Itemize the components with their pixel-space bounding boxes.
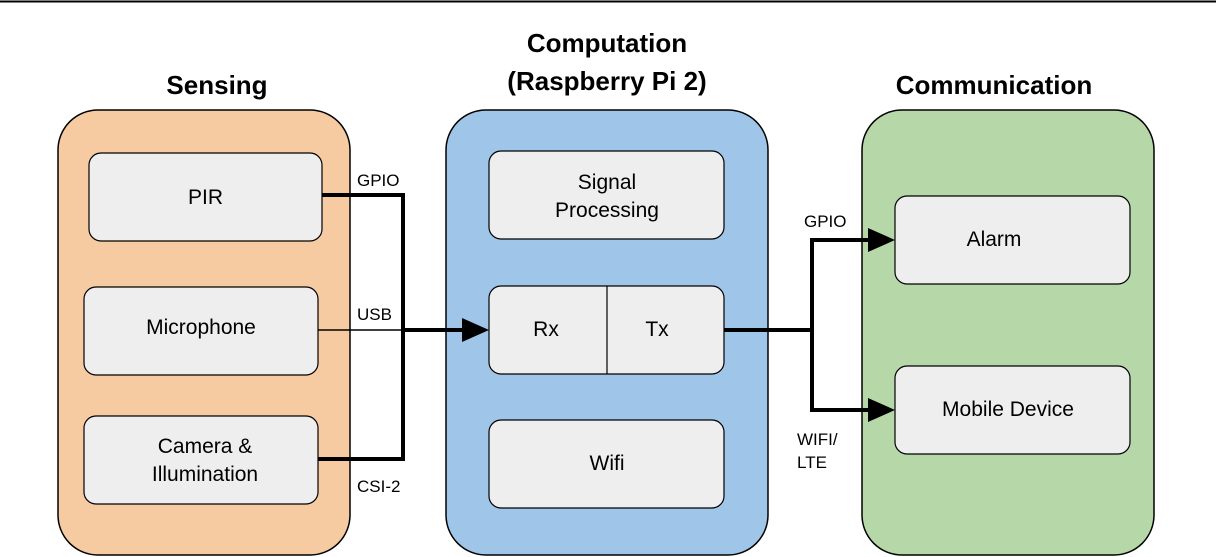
csi-label: CSI-2 bbox=[357, 477, 400, 496]
computation-title-line1: Computation bbox=[527, 28, 687, 58]
signal-processing-label-line2: Processing bbox=[555, 199, 659, 222]
pir-wire bbox=[322, 193, 405, 330]
microphone-box bbox=[83, 286, 319, 376]
wifi-lte-label-line2: LTE bbox=[797, 453, 827, 472]
camera-label-line2: Illumination bbox=[152, 463, 258, 486]
wifi-label: Wifi bbox=[590, 452, 625, 475]
wifi-box bbox=[488, 419, 725, 509]
sensing-title: Sensing bbox=[166, 70, 267, 100]
signal-processing-box bbox=[488, 150, 725, 240]
usb-label: USB bbox=[357, 305, 392, 324]
mobile-arrowhead bbox=[868, 398, 895, 422]
communication-group bbox=[861, 109, 1155, 556]
wifi-lte-label-line1: WIFI/ bbox=[797, 430, 838, 449]
camera-box bbox=[83, 415, 319, 505]
signal-processing-label-line1: Signal bbox=[578, 171, 636, 194]
alarm-arrowhead bbox=[868, 228, 895, 252]
bus-to-rx-arrowhead bbox=[462, 318, 489, 342]
gpio-in-label: GPIO bbox=[357, 171, 400, 190]
computation-title-line2: (Raspberry Pi 2) bbox=[507, 66, 706, 96]
gpio-out-label: GPIO bbox=[804, 212, 847, 231]
microphone-label: Microphone bbox=[146, 316, 256, 339]
rx-label: Rx bbox=[533, 318, 559, 341]
communication-title: Communication bbox=[896, 70, 1092, 100]
pir-label: PIR bbox=[188, 186, 223, 209]
alarm-label: Alarm bbox=[967, 228, 1022, 251]
tx-to-mobile-wire bbox=[810, 330, 875, 412]
camera-label-line1: Camera & bbox=[158, 435, 253, 458]
tx-to-alarm-wire bbox=[810, 238, 875, 330]
tx-label: Tx bbox=[645, 318, 669, 341]
camera-wire bbox=[318, 330, 405, 461]
mobile-device-label: Mobile Device bbox=[942, 398, 1074, 421]
